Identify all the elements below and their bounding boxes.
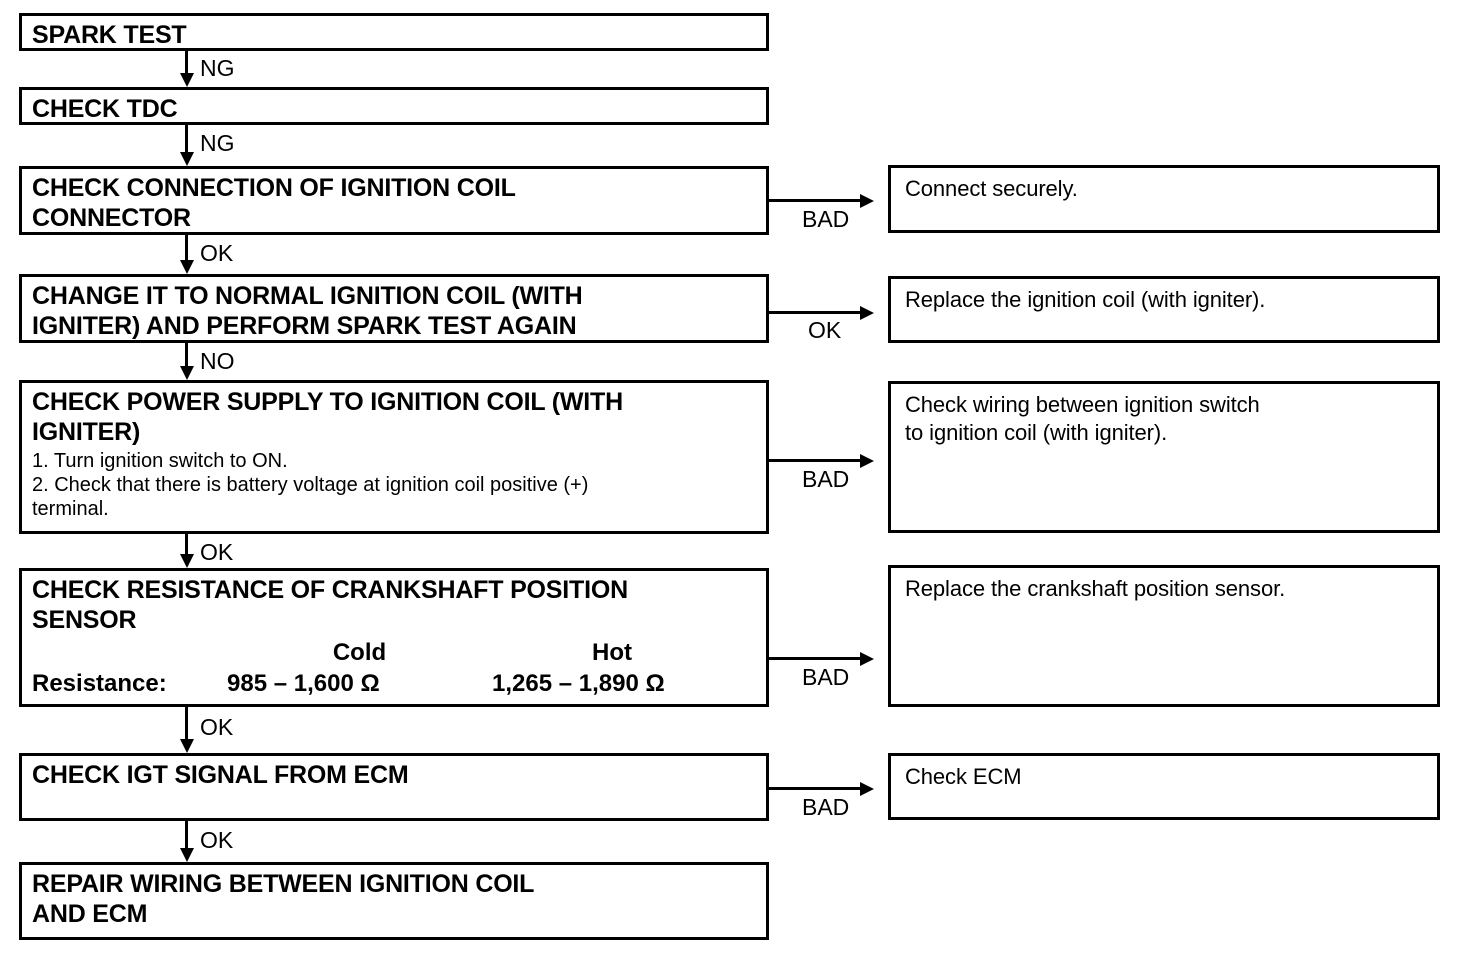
arrow-down-icon-check-resistance-to-check-igt — [179, 739, 194, 753]
resistance-row-label: Resistance: — [32, 670, 167, 697]
edge-label-check-resistance-bad: BAD — [802, 664, 850, 690]
action-box-connect-securely[interactable]: Connect securely. — [888, 165, 1440, 233]
arrow-right-icon-check-resistance-bad — [860, 651, 874, 666]
arrow-down-icon-change-coil-to-check-power — [179, 366, 194, 380]
connector-line-change-coil-ok — [769, 311, 863, 314]
action-text: Check ECM — [905, 764, 1022, 789]
step-title: CHECK RESISTANCE OF CRANKSHAFT POSITION … — [32, 576, 628, 634]
step-box-repair-wiring-ignition-coil-ecm[interactable]: REPAIR WIRING BETWEEN IGNITION COIL AND … — [19, 862, 769, 940]
resistance-value-cold: 985 – 1,600 Ω — [227, 670, 380, 697]
connector-line-check-igt-bad — [769, 787, 863, 790]
edge-label-change-coil-to-check-power: NO — [200, 348, 235, 374]
step-box-check-tdc[interactable]: CHECK TDC — [19, 87, 769, 125]
edge-label-check-igt-to-repair-wiring: OK — [200, 827, 234, 853]
edge-label-check-power-bad: BAD — [802, 466, 850, 492]
substep-2: 2. Check that there is battery voltage a… — [32, 474, 589, 520]
connector-line-check-connection-to-change-coil — [185, 235, 188, 263]
step-title: CHANGE IT TO NORMAL IGNITION COIL (WITH … — [32, 282, 583, 340]
step-box-check-connection-ignition-coil-connector[interactable]: CHECK CONNECTION OF IGNITION COIL CONNEC… — [19, 166, 769, 235]
arrow-right-icon-change-coil-ok — [860, 305, 874, 320]
substep-1: 1. Turn ignition switch to ON. — [32, 450, 288, 472]
step-title: SPARK TEST — [32, 21, 187, 49]
connector-line-check-tdc-to-check-connection — [185, 125, 188, 155]
step-box-check-resistance-crankshaft-position-sensor[interactable]: CHECK RESISTANCE OF CRANKSHAFT POSITION … — [19, 568, 769, 707]
action-text: Check wiring between ignition switch to … — [905, 392, 1260, 445]
action-text: Replace the crankshaft position sensor. — [905, 576, 1286, 601]
arrow-down-icon-check-connection-to-change-coil — [179, 260, 194, 274]
step-box-check-power-supply-ignition-coil[interactable]: CHECK POWER SUPPLY TO IGNITION COIL (WIT… — [19, 380, 769, 534]
resistance-table-header-row: Cold Hot — [32, 638, 760, 668]
connector-line-check-power-to-check-resistance — [185, 534, 188, 557]
connector-line-check-connection-bad — [769, 199, 863, 202]
connector-line-spark-test-to-check-tdc — [185, 51, 188, 76]
arrow-right-icon-check-igt-bad — [860, 781, 874, 796]
arrow-right-icon-check-connection-bad — [860, 193, 874, 208]
edge-label-check-connection-bad: BAD — [802, 206, 850, 232]
resistance-header-blank — [32, 638, 227, 668]
arrow-down-icon-check-power-to-check-resistance — [179, 554, 194, 568]
step-box-spark-test[interactable]: SPARK TEST — [19, 13, 769, 51]
step-box-change-to-normal-ignition-coil[interactable]: CHANGE IT TO NORMAL IGNITION COIL (WITH … — [19, 274, 769, 343]
step-title: CHECK IGT SIGNAL FROM ECM — [32, 761, 409, 789]
arrow-right-icon-check-power-bad — [860, 453, 874, 468]
step-box-check-igt-signal-from-ecm[interactable]: CHECK IGT SIGNAL FROM ECM — [19, 753, 769, 821]
resistance-header-hot: Hot — [592, 639, 632, 666]
connector-line-check-power-bad — [769, 459, 863, 462]
edge-label-check-igt-bad: BAD — [802, 794, 850, 820]
step-title: REPAIR WIRING BETWEEN IGNITION COIL AND … — [32, 870, 535, 928]
resistance-header-cold: Cold — [332, 639, 387, 666]
action-text: Connect securely. — [905, 176, 1078, 201]
connector-line-check-resistance-to-check-igt — [185, 707, 188, 742]
arrow-down-icon-spark-test-to-check-tdc — [179, 73, 194, 87]
step-title: CHECK CONNECTION OF IGNITION COIL CONNEC… — [32, 174, 516, 232]
action-box-check-wiring-ignition-switch[interactable]: Check wiring between ignition switch to … — [888, 381, 1440, 533]
step-title: CHECK TDC — [32, 95, 178, 123]
resistance-value-hot: 1,265 – 1,890 Ω — [492, 670, 665, 697]
resistance-table-row: Resistance: 985 – 1,600 Ω 1,265 – 1,890 … — [32, 668, 760, 700]
edge-label-check-connection-to-change-coil: OK — [200, 240, 234, 266]
step-title: CHECK POWER SUPPLY TO IGNITION COIL (WIT… — [32, 388, 623, 446]
arrow-down-icon-check-igt-to-repair-wiring — [179, 848, 194, 862]
connector-line-change-coil-to-check-power — [185, 343, 188, 369]
step-substeps: 1. Turn ignition switch to ON. 2. Check … — [32, 449, 766, 521]
connector-line-check-resistance-bad — [769, 657, 863, 660]
edge-label-check-power-to-check-resistance: OK — [200, 539, 234, 565]
resistance-spec-table: Cold Hot Resistance: 985 – 1,600 Ω 1,265… — [32, 638, 760, 700]
edge-label-check-tdc-to-check-connection: NG — [200, 130, 235, 156]
action-box-check-ecm[interactable]: Check ECM — [888, 753, 1440, 820]
action-box-replace-ignition-coil[interactable]: Replace the ignition coil (with igniter)… — [888, 276, 1440, 343]
action-box-replace-crankshaft-position-sensor[interactable]: Replace the crankshaft position sensor. — [888, 565, 1440, 707]
action-text: Replace the ignition coil (with igniter)… — [905, 287, 1266, 312]
edge-label-change-coil-ok: OK — [808, 317, 842, 343]
connector-line-check-igt-to-repair-wiring — [185, 821, 188, 851]
arrow-down-icon-check-tdc-to-check-connection — [179, 152, 194, 166]
edge-label-check-resistance-to-check-igt: OK — [200, 714, 234, 740]
edge-label-spark-test-to-check-tdc: NG — [200, 55, 235, 81]
